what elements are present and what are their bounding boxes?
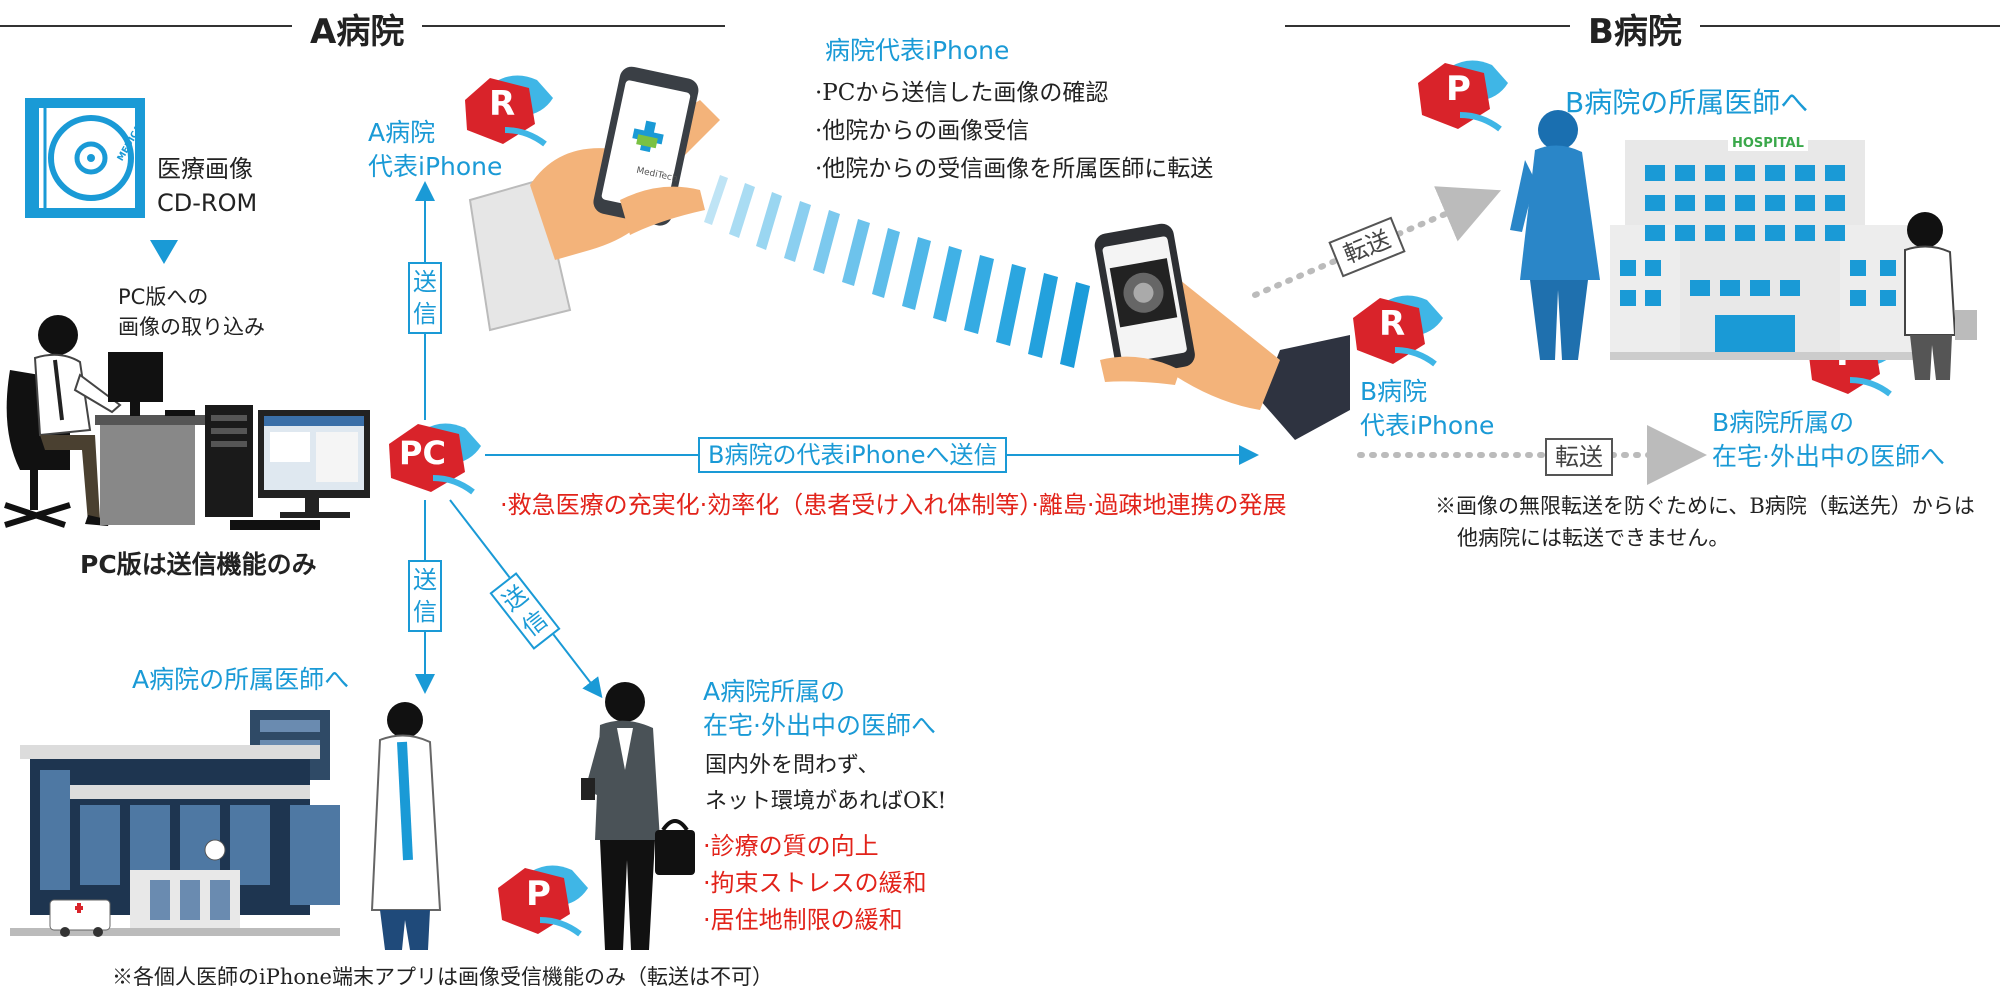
b-home-doctor-line1: B病院所属の	[1712, 408, 1855, 437]
a-benefit-3: ·居住地制限の緩和	[703, 906, 903, 934]
personal-badge-a-letter: P	[526, 874, 551, 914]
receive-badge-a: R	[455, 70, 555, 150]
b-note: ※画像の無限転送を防ぐために、B病院（転送先）からは 他病院には転送できません。	[1435, 490, 1975, 554]
send-to-b-box: B病院の代表iPhoneへ送信	[698, 437, 1008, 473]
pc-badge: PC	[383, 418, 483, 498]
a-hospital-header: A病院	[292, 4, 423, 53]
a-doctor-title: A病院の所属医師へ	[132, 665, 350, 694]
b-home-doctor-line2: 在宅·外出中の医師へ	[1712, 442, 1945, 471]
rep-iphone-panel-title: 病院代表iPhone	[825, 36, 1010, 65]
receive-badge-b: R	[1345, 290, 1445, 370]
bottom-note: ※各個人医師のiPhone端末アプリは画像受信機能のみ（転送は不可）	[112, 965, 773, 989]
a-home-doctor-line1: A病院所属の	[703, 677, 846, 706]
b-note-line2: 他病院には転送できません。	[1457, 526, 1730, 550]
transfer-label-b-home: 転送	[1545, 438, 1613, 476]
send-label-up: 送信	[408, 262, 442, 334]
b-hospital-illustration: HOSPITAL	[1500, 110, 1990, 380]
a-home-doctor-line2: 在宅·外出中の医師へ	[703, 711, 936, 740]
a-home-doctor-label: A病院所属の 在宅·外出中の医師へ	[703, 675, 936, 743]
anywhere-line2: ネット環境があればOK!	[705, 789, 947, 814]
pc-import-line1: PC版への	[118, 285, 209, 309]
receive-badge-b-letter: R	[1379, 304, 1406, 344]
cdrom-label-line1: 医療画像	[157, 155, 253, 183]
b-hospital-header: B病院	[1570, 4, 1700, 53]
anywhere-line1: 国内外を問わず、	[705, 753, 880, 778]
a-home-doctor-illustration	[575, 680, 715, 960]
rep-iphone-item-1: ·PCから送信した画像の確認	[815, 80, 1109, 106]
b-note-line1: ※画像の無限転送を防ぐために、B病院（転送先）からは	[1435, 494, 1975, 518]
personal-badge-a: P	[490, 860, 590, 940]
receive-badge-a-letter: R	[489, 84, 516, 124]
cdrom-label: 医療画像 CD-ROM	[157, 152, 257, 220]
hand-phone-b-illustration	[1080, 210, 1360, 440]
rep-iphone-panel-list: ·PCから送信した画像の確認 ·他院からの画像受信 ·他院からの受信画像を所属医…	[815, 74, 1213, 188]
a-rep-iphone-label: A病院 代表iPhone	[368, 116, 502, 184]
pc-import-label: PC版への 画像の取り込み	[118, 282, 265, 342]
pc-only-note: PC版は送信機能のみ	[80, 550, 317, 579]
pc-badge-letters: PC	[399, 434, 446, 472]
personal-badge-b-top-letter: P	[1446, 69, 1471, 109]
hospital-sign-text: HOSPITAL	[1728, 136, 1808, 151]
anywhere-note: 国内外を問わず、 ネット環境があればOK!	[705, 748, 946, 820]
b-rep-iphone-label: B病院 代表iPhone	[1360, 375, 1494, 443]
send-label-down: 送信	[408, 560, 442, 632]
cdrom-icon: MEDICAL	[25, 98, 147, 218]
b-home-doctor-label: B病院所属の 在宅·外出中の医師へ	[1712, 406, 1945, 474]
pc-import-line2: 画像の取り込み	[118, 315, 265, 339]
send-label-diagonal: 送信	[489, 572, 561, 650]
a-benefits-list: ·診療の質の向上 ·拘束ストレスの緩和 ·居住地制限の緩和	[703, 828, 927, 939]
pc-workstation-illustration	[0, 310, 380, 540]
b-rep-iphone-line1: B病院	[1360, 377, 1428, 406]
wireless-signal-stripes	[704, 175, 1090, 368]
b-rep-iphone-line2: 代表iPhone	[1360, 411, 1495, 440]
hand-phone-a-illustration: MediTech	[468, 60, 750, 332]
b-doctor-title: B病院の所属医師へ	[1565, 86, 1809, 119]
a-benefit-2: ·拘束ストレスの緩和	[703, 869, 927, 897]
personal-badge-b-top: P	[1410, 55, 1510, 135]
a-rep-iphone-line2: 代表iPhone	[368, 152, 503, 181]
a-rep-iphone-line1: A病院	[368, 118, 436, 147]
cdrom-label-line2: CD-ROM	[157, 189, 258, 217]
rep-iphone-item-3: ·他院からの受信画像を所属医師に転送	[815, 156, 1214, 182]
benefits-line: ·救急医療の充実化·効率化（患者受け入れ体制等）·離島·過疎地連携の発展	[500, 491, 1287, 519]
down-triangle-icon	[150, 240, 178, 264]
rep-iphone-item-2: ·他院からの画像受信	[815, 118, 1030, 144]
a-hospital-illustration	[10, 700, 470, 960]
a-benefit-1: ·診療の質の向上	[703, 832, 879, 860]
